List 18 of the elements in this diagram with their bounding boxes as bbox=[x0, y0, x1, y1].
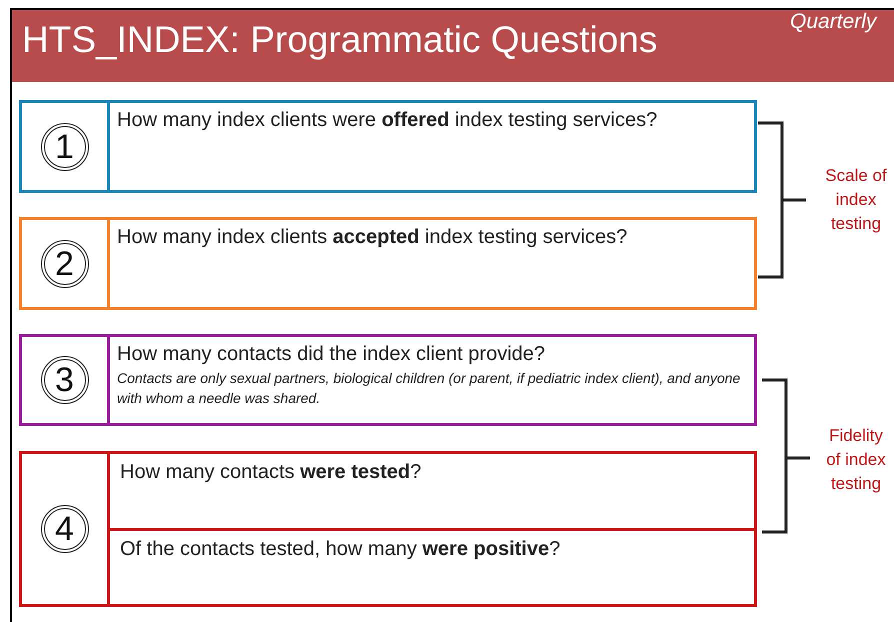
question-box bbox=[19, 451, 757, 607]
note-text: Contacts are only sexual partners, biological children (or parent, if pediatric index client), and anyone with whom a needle was shared. bbox=[117, 369, 742, 408]
question-text: How many contacts did the index client provide? bbox=[117, 342, 546, 366]
question-text: How many contacts were tested? bbox=[120, 460, 422, 484]
question-text: Of the contacts tested, how many were positive? bbox=[120, 537, 562, 561]
question-box bbox=[19, 100, 757, 193]
group-label: Scale of index testing bbox=[824, 165, 888, 235]
title: HTS_INDEX: Programmatic Questions bbox=[22, 18, 658, 62]
question-box bbox=[19, 334, 757, 426]
period-label: Quarterly bbox=[790, 10, 876, 34]
step-number: 1 bbox=[40, 122, 88, 170]
step-number: 3 bbox=[40, 356, 88, 404]
step-number: 2 bbox=[40, 240, 88, 288]
question-text: How many index clients were offered index testing services? bbox=[117, 108, 658, 132]
question-box bbox=[19, 217, 757, 310]
question-text: How many index clients accepted index testing services? bbox=[117, 225, 628, 249]
step-number: 4 bbox=[40, 505, 88, 553]
group-label: Fidelity of index testing bbox=[825, 425, 887, 495]
